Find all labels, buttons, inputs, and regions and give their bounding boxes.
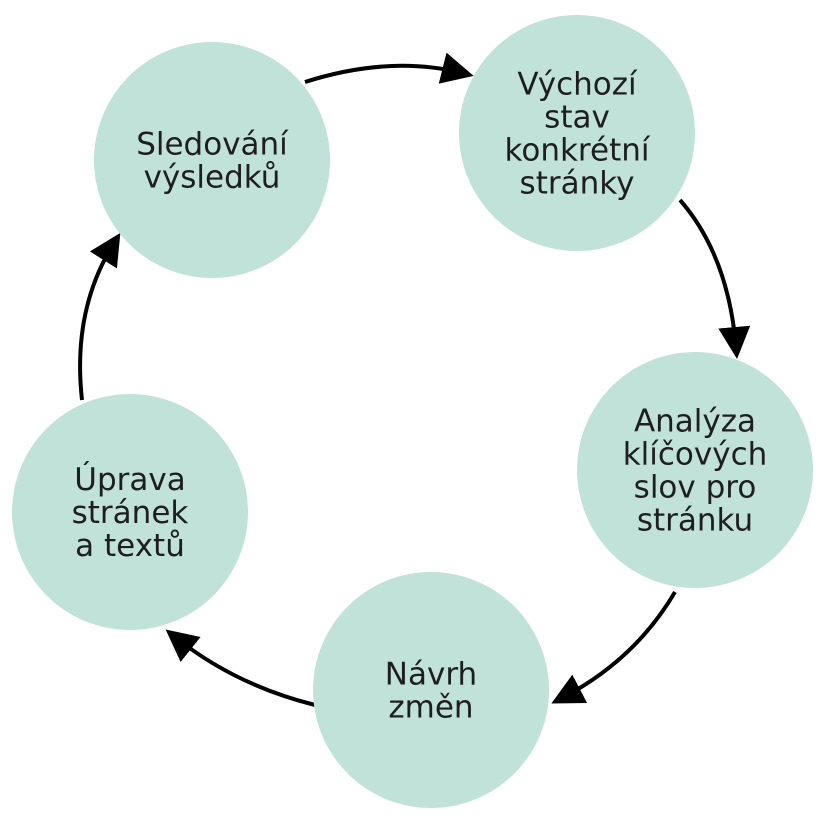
node-label-line: stránek bbox=[72, 495, 189, 531]
node-circle bbox=[94, 42, 330, 278]
node-label-line: Sledování bbox=[136, 127, 289, 163]
node-label-line: Analýza bbox=[634, 404, 756, 440]
node-circle bbox=[459, 15, 695, 251]
node-label-line: Výchozí bbox=[517, 67, 638, 103]
node-circle bbox=[577, 352, 813, 588]
node-label-line: změn bbox=[388, 690, 473, 726]
arrow-sledovani-to-vychozi bbox=[304, 52, 474, 84]
node-label-line: výsledků bbox=[144, 160, 281, 196]
node-label-line: slov pro bbox=[634, 470, 757, 506]
node-label-line: a textů bbox=[75, 528, 185, 564]
arrow-vychozi-to-analyza bbox=[678, 198, 751, 359]
node-circle bbox=[313, 572, 549, 808]
node-label-line: stránku bbox=[637, 503, 753, 539]
node-circle bbox=[12, 394, 248, 630]
arrow-analyza-to-navrh bbox=[551, 590, 677, 704]
node-label-line: stav bbox=[544, 100, 610, 136]
node-label-line: konkrétní bbox=[505, 133, 651, 169]
node-label-line: klíčových bbox=[623, 437, 768, 473]
node-label-line: Úprava bbox=[74, 461, 185, 498]
arrow-navrh-to-uprava bbox=[165, 629, 316, 707]
arrow-uprava-to-sledovani bbox=[78, 232, 121, 401]
node-label-line: stránky bbox=[520, 166, 635, 202]
node-label-line: Návrh bbox=[385, 657, 477, 693]
